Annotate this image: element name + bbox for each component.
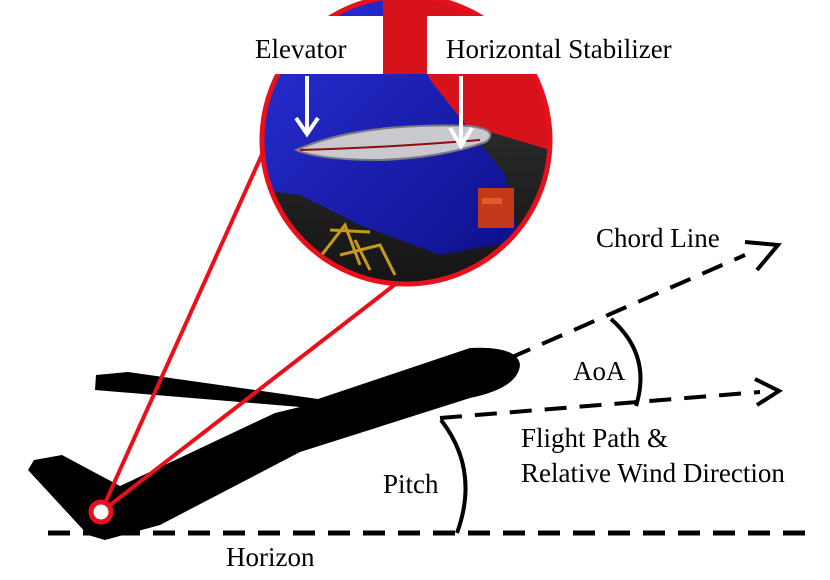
aoa-arc	[609, 317, 643, 407]
horizontal-stabilizer-arrow	[448, 76, 474, 150]
zoom-line-left	[99, 149, 266, 513]
flight-path-label-line1: Flight Path &	[521, 423, 668, 453]
horizon-label: Horizon	[226, 542, 315, 572]
pitch-arc	[439, 418, 468, 534]
chord-line-label: Chord Line	[596, 223, 720, 253]
aircraft-silhouette	[28, 347, 520, 540]
chord-line	[509, 253, 746, 360]
flight-path-label-line2: Relative Wind Direction	[521, 458, 785, 488]
aoa-label: AoA	[573, 356, 626, 386]
elevator-label: Elevator	[255, 34, 346, 64]
tail-marker	[88, 499, 114, 525]
tail-fin-notch	[383, 0, 427, 74]
flight-path-arrowhead	[754, 377, 784, 407]
chord-line-arrowhead	[744, 240, 782, 272]
horizontal-stabilizer-label: Horizontal Stabilizer	[446, 34, 672, 64]
zoom-ring	[259, 0, 553, 287]
pitch-label: Pitch	[383, 469, 439, 499]
flight-path-line	[439, 390, 761, 420]
elevator-arrow	[294, 76, 320, 138]
label-backdrop	[249, 16, 719, 74]
